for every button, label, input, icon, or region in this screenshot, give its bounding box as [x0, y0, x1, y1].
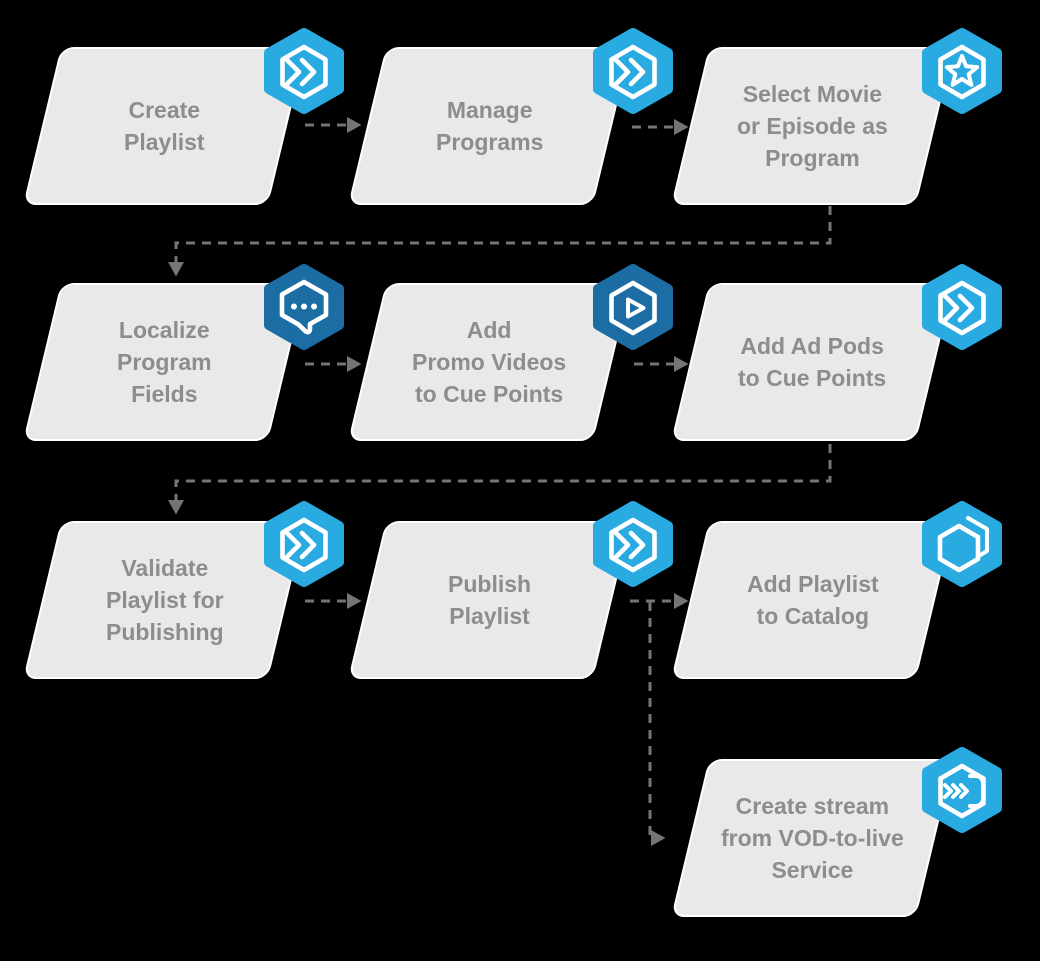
fast-forward-hexagon-icon: [259, 499, 349, 589]
flow-node-add-playlist-to-catalog: Add Playlist to Catalog: [671, 521, 954, 679]
flow-node-label: Publish Playlist: [447, 571, 532, 629]
fast-forward-hexagon-icon: [917, 262, 1007, 352]
chat-localization-icon: [259, 262, 349, 352]
flow-node-label: Create Playlist: [124, 97, 205, 155]
flow-node-select-movie-or-episode: Select Movie or Episode as Program: [671, 47, 954, 205]
flow-node-add-ad-pods: Add Ad Pods to Cue Points: [671, 283, 954, 441]
flow-node-label: Add Ad Pods to Cue Points: [738, 333, 887, 391]
flow-node-label: Add Promo Videos to Cue Points: [412, 317, 567, 407]
flow-node-label: Manage Programs: [435, 97, 544, 155]
edge-add-ad-pods-to-validate-playlist: [168, 444, 832, 515]
flow-node-label: Validate Playlist for Publishing: [105, 555, 224, 645]
flow-node-label: Select Movie or Episode as Program: [737, 81, 888, 171]
fast-forward-hexagon-icon: [259, 26, 349, 116]
fast-forward-hexagon-icon: [588, 26, 678, 116]
edge-publish-to-create-stream-vod-to-live: [648, 602, 666, 846]
flow-node-label: Create stream from VOD-to-live Service: [721, 793, 904, 883]
flow-node-create-stream-vod-to-live: Create stream from VOD-to-live Service: [671, 759, 954, 917]
flow-node-label: Add Playlist to Catalog: [746, 571, 879, 629]
catalog-hexagons-icon: [917, 499, 1007, 589]
play-video-hexagon-icon: [588, 262, 678, 352]
star-hexagon-icon: [917, 26, 1007, 116]
edge-select-movie-to-localize-fields: [168, 206, 832, 277]
vod-to-live-stream-icon: [917, 745, 1007, 835]
flow-node-label: Localize Program Fields: [117, 317, 212, 407]
fast-forward-hexagon-icon: [588, 499, 678, 589]
